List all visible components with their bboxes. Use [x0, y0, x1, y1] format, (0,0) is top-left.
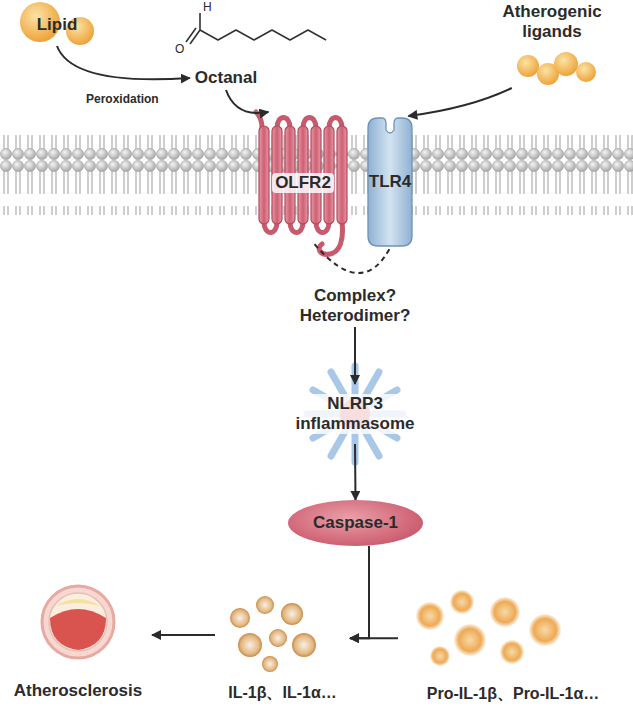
flow-arrow [354, 327, 356, 384]
inflammasome-symbol: NLRP3 inflammasome [283, 384, 427, 444]
molecule-name: Octanal [190, 66, 262, 90]
node-text: Atherogenic ligands [485, 2, 619, 41]
receptor-shape: TLR4 [364, 116, 417, 248]
node-text: Complex? Heterodimer? [285, 286, 425, 325]
cytokine-cluster: IL-1β、IL-1α… [215, 590, 350, 702]
node-text: IL-1β、IL-1α… [228, 684, 337, 702]
flow-arrow [152, 634, 215, 636]
dashed-link [315, 244, 390, 273]
edge-label: Peroxidation [86, 92, 159, 106]
ligand-cluster: Atherogenic ligands [485, 2, 619, 88]
atom-label: H [203, 0, 212, 14]
receptor-shape: OLFR2 [255, 112, 351, 254]
node-text: Atherosclerosis [14, 681, 143, 701]
flow-arrow [57, 46, 190, 79]
lipid-droplet: Lipid [12, 4, 102, 46]
node-text: OLFR2 [272, 173, 334, 193]
node-text: Octanal [195, 68, 257, 88]
flow-arrow [354, 444, 357, 500]
artery-icon: Atherosclerosis [4, 575, 152, 701]
node-text: Caspase-1 [313, 513, 398, 533]
node-text: Pro-IL-1β、Pro-IL-1α… [427, 685, 600, 703]
node-text: Lipid [37, 15, 78, 35]
node-text: TLR4 [369, 172, 412, 192]
enzyme-ellipse: Caspase-1 [288, 500, 423, 546]
flow-arrow [350, 637, 398, 639]
flow-arrow [226, 90, 268, 113]
node-text: NLRP3 inflammasome [283, 394, 427, 433]
precursor-cluster: Pro-IL-1β、Pro-IL-1α… [398, 585, 628, 703]
atom-label: O [175, 42, 184, 56]
flow-arrow [408, 88, 511, 116]
flow-arrow [350, 546, 369, 638]
question-label: Complex? Heterodimer? [285, 284, 425, 327]
